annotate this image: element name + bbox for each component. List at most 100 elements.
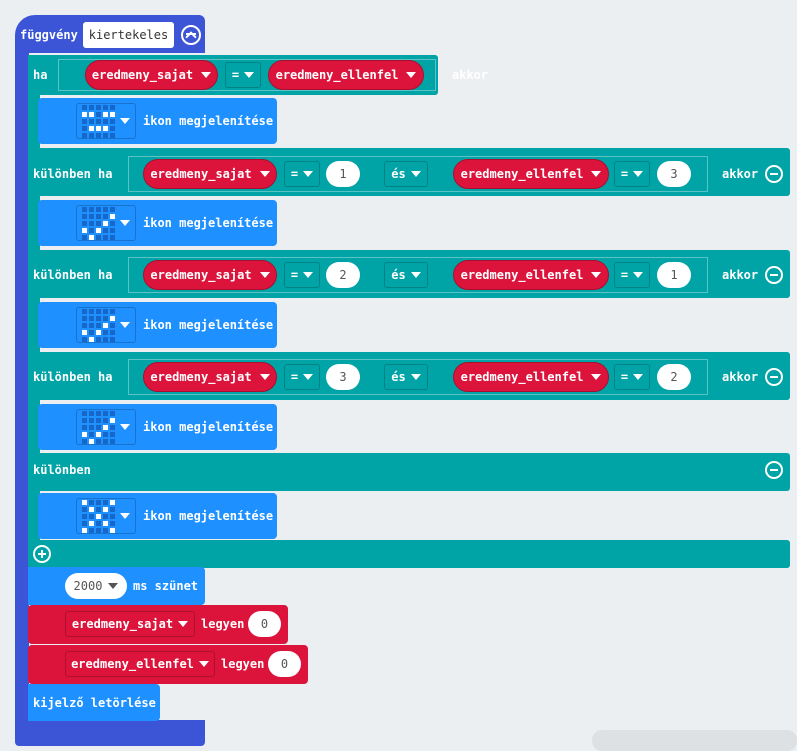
variable-dropdown[interactable]: eredmeny_ellenfel [453,362,609,392]
operator-dropdown[interactable]: = [614,161,650,187]
and-dropdown[interactable]: és [384,161,428,187]
led-icon [82,410,115,444]
collapse-button[interactable] [181,25,201,45]
and-dropdown[interactable]: és [384,364,428,390]
dropdown-arrow-icon [259,171,270,177]
dropdown-arrow-icon [410,374,421,380]
icon-dropdown[interactable] [76,498,136,534]
dropdown-arrow-icon [244,72,255,78]
condition-and [128,359,708,395]
remove-elseif-button[interactable] [765,368,783,386]
operator-label: = [290,268,299,282]
operator-label: = [620,370,629,384]
number-input[interactable]: 1 [657,262,691,288]
dropdown-arrow-icon [303,374,314,380]
operator-label: = [290,167,299,181]
variable-name: eredmeny_ellenfel [275,68,399,82]
pause-dropdown[interactable]: 2000 [65,573,127,599]
elseif-label: különben ha [33,268,113,282]
dropdown-arrow-icon [120,322,130,328]
clear-screen-block [28,684,160,721]
dropdown-arrow-icon [633,374,644,380]
show-icon-label: ikon megjelenítése [143,318,274,332]
dropdown-arrow-icon [591,272,602,278]
function-block-body [15,50,29,740]
elseif-label: különben ha [33,167,113,181]
operator-dropdown[interactable]: = [225,62,261,88]
number-input[interactable]: 3 [326,364,360,390]
number-input[interactable]: 1 [326,161,360,187]
dropdown-arrow-icon [303,171,314,177]
number-input[interactable]: 3 [657,161,691,187]
variable-dropdown[interactable]: eredmeny_sajat [143,362,277,392]
variable-dropdown[interactable]: eredmeny_ellenfel [65,651,215,677]
remove-else-button[interactable] [765,461,783,479]
remove-elseif-button[interactable] [765,266,783,284]
dropdown-arrow-icon [591,374,602,380]
number-input[interactable]: 0 [268,651,301,677]
condition-and [128,156,708,192]
dropdown-arrow-icon [120,513,130,519]
then-label: akkor [452,68,489,82]
variable-dropdown[interactable]: eredmeny_ellenfel [453,260,609,290]
show-icon-label: ikon megjelenítése [143,216,274,230]
and-label: és [391,167,406,181]
then-label: akkor [722,268,759,282]
led-icon [82,308,115,342]
and-label: és [391,370,406,384]
number-input[interactable]: 2 [657,364,691,390]
condition-compare [58,59,436,91]
operator-dropdown[interactable]: = [614,364,650,390]
dropdown-arrow-icon [198,661,209,667]
variable-dropdown[interactable]: eredmeny_sajat [143,159,277,189]
variable-dropdown[interactable]: eredmeny_ellenfel [268,60,424,90]
icon-dropdown[interactable] [76,205,136,241]
led-icon [82,206,115,240]
show-icon-label: ikon megjelenítése [143,114,274,128]
horizontal-scrollbar[interactable] [592,730,797,751]
operator-dropdown[interactable]: = [284,262,320,288]
variable-dropdown[interactable]: eredmeny_sajat [65,611,195,637]
else-label: különben [33,463,91,477]
icon-dropdown[interactable] [76,307,136,343]
if-label: ha [33,68,48,82]
dropdown-arrow-icon [178,621,189,627]
function-name-input[interactable]: kiertekeles [83,22,174,48]
variable-name: eredmeny_sajat [150,370,252,384]
and-dropdown[interactable]: és [384,262,428,288]
set-label: legyen [201,617,245,631]
number-input[interactable]: 2 [326,262,360,288]
chevron-up-icon [185,31,197,43]
dropdown-arrow-icon [120,118,130,124]
dropdown-arrow-icon [259,272,270,278]
remove-elseif-button[interactable] [765,165,783,183]
variable-dropdown[interactable]: eredmeny_sajat [85,60,218,90]
operator-dropdown[interactable]: = [284,161,320,187]
operator-label: = [620,268,629,282]
icon-dropdown[interactable] [76,103,136,139]
variable-name: eredmeny_sajat [150,167,252,181]
variable-name: eredmeny_sajat [150,268,252,282]
led-icon [82,104,115,138]
number-input[interactable]: 0 [248,611,281,637]
if-block-row [28,453,790,491]
and-label: és [391,268,406,282]
dropdown-arrow-icon [201,72,212,78]
set-label: legyen [221,657,265,671]
dropdown-arrow-icon [108,583,119,589]
dropdown-arrow-icon [120,424,130,430]
variable-name: eredmeny_ellenfel [71,657,194,671]
pause-label: ms szünet [133,579,199,593]
variable-dropdown[interactable]: eredmeny_ellenfel [453,159,609,189]
operator-dropdown[interactable]: = [284,364,320,390]
operator-dropdown[interactable]: = [614,262,650,288]
add-elseif-button[interactable] [33,545,51,563]
operator-label: = [620,167,629,181]
variable-dropdown[interactable]: eredmeny_sajat [143,260,277,290]
elseif-label: különben ha [33,370,113,384]
show-icon-label: ikon megjelenítése [143,509,274,523]
dropdown-arrow-icon [633,171,644,177]
variable-name: eredmeny_sajat [91,68,194,82]
clear-screen-label: kijelző letörlése [33,696,156,710]
icon-dropdown[interactable] [76,409,136,445]
